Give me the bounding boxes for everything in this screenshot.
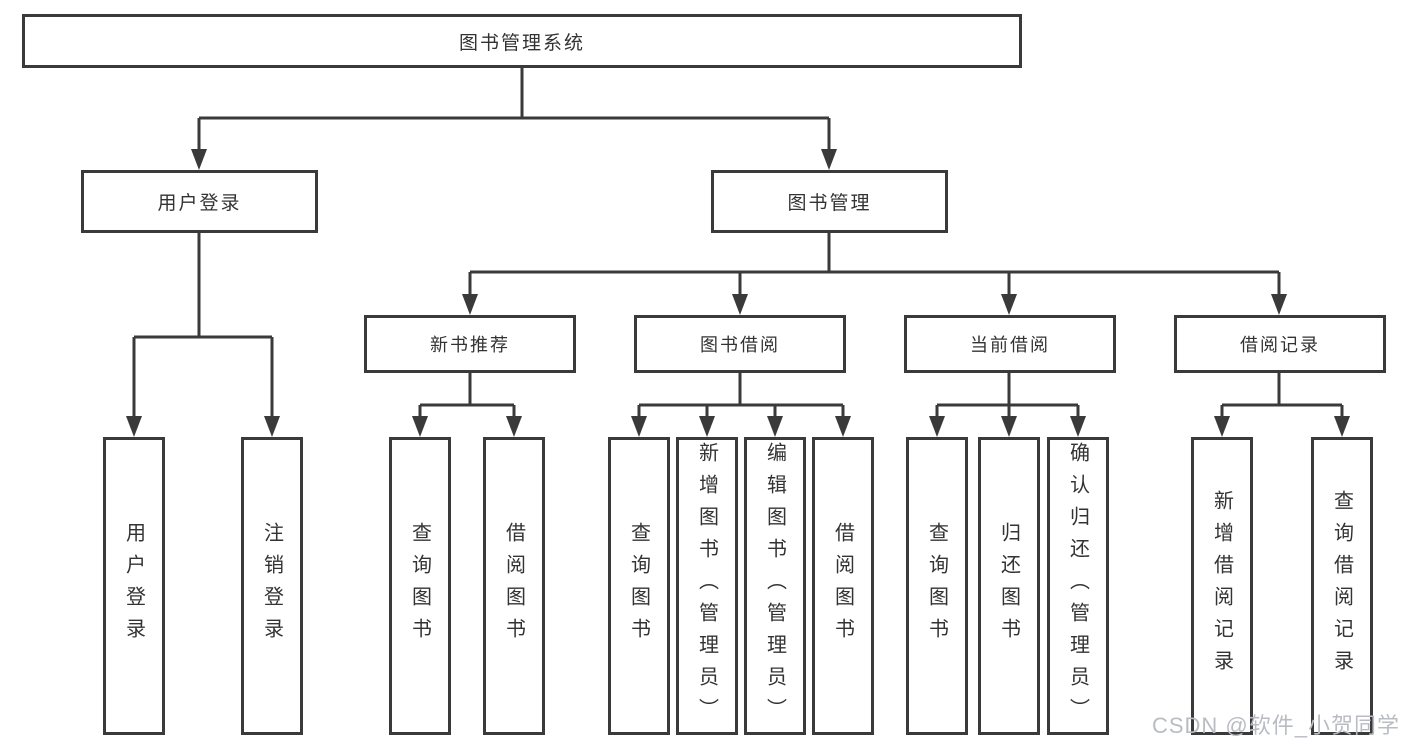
leaf-borrow-edit-books-admin: 编辑图书（管理员） <box>744 437 806 735</box>
leaf-newbook-query-books: 查询图书 <box>389 437 451 735</box>
node-user-login: 用户登录 <box>81 170 318 233</box>
node-book-borrow: 图书借阅 <box>634 315 846 373</box>
node-label: 借阅图书 <box>831 522 854 650</box>
leaf-current-confirm-return-admin: 确认归还（管理员） <box>1047 437 1109 735</box>
leaf-newbook-borrow-books: 借阅图书 <box>483 437 545 735</box>
node-new-book-recommend: 新书推荐 <box>364 315 576 373</box>
leaf-current-return-books: 归还图书 <box>978 437 1040 735</box>
csdn-watermark: CSDN @软件_小贺同学 <box>1151 713 1400 738</box>
leaf-logout: 注销登录 <box>241 437 303 735</box>
node-label: 新增借阅记录 <box>1210 490 1233 682</box>
leaf-borrow-query-books: 查询图书 <box>608 437 670 735</box>
leaf-user-login: 用户登录 <box>103 437 165 735</box>
node-label: 归还图书 <box>997 522 1020 650</box>
node-label: 新增图书（管理员） <box>695 442 718 730</box>
node-label: 借阅图书 <box>502 522 525 650</box>
node-label: 用户登录 <box>157 193 242 214</box>
node-label: 编辑图书（管理员） <box>763 442 786 730</box>
node-label: 确认归还（管理员） <box>1066 442 1089 730</box>
node-label: 当前借阅 <box>970 335 1050 355</box>
node-label: 图书管理系统 <box>458 32 585 54</box>
leaf-current-query-books: 查询图书 <box>906 437 968 735</box>
node-label: 图书管理 <box>787 193 872 214</box>
node-book-management: 图书管理 <box>711 170 948 233</box>
leaf-record-add: 新增借阅记录 <box>1191 437 1253 735</box>
node-label: 借阅记录 <box>1240 335 1320 355</box>
leaf-record-query: 查询借阅记录 <box>1311 437 1373 735</box>
leaf-borrow-add-books-admin: 新增图书（管理员） <box>676 437 738 735</box>
node-label: 查询图书 <box>925 522 948 650</box>
node-current-borrow: 当前借阅 <box>904 315 1116 373</box>
node-label: 图书借阅 <box>700 335 780 355</box>
node-label: 注销登录 <box>260 522 283 650</box>
node-borrow-record: 借阅记录 <box>1174 315 1386 373</box>
node-label: 用户登录 <box>122 522 145 650</box>
leaf-borrow-borrow-books: 借阅图书 <box>812 437 874 735</box>
node-label: 查询图书 <box>408 522 431 650</box>
node-label: 查询借阅记录 <box>1330 490 1353 682</box>
node-label: 查询图书 <box>627 522 650 650</box>
node-root-system: 图书管理系统 <box>22 14 1022 68</box>
node-label: 新书推荐 <box>430 335 510 355</box>
